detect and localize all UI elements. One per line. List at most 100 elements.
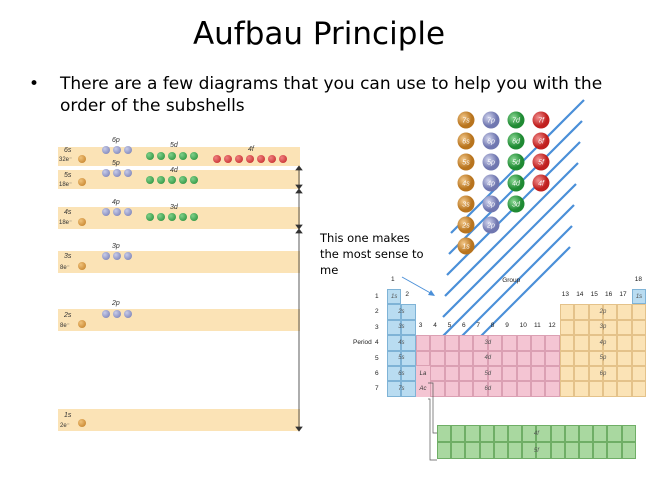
cell-s-block: [387, 350, 402, 366]
group-number: 16: [605, 291, 613, 299]
orbital-circle-4s: [457, 174, 475, 192]
orbital-label-4d: 4d: [512, 181, 521, 188]
cell-p-block: [559, 366, 575, 382]
orbital-4p: [124, 208, 132, 216]
orbital-4d: [168, 176, 176, 184]
orbital-4p: [113, 208, 121, 216]
cell-s-block: [387, 366, 402, 382]
cell-f-block: [508, 425, 523, 442]
cell-p-block: [588, 366, 603, 382]
electrons-level-4: 18e⁻: [59, 220, 73, 226]
cell-p-block: [559, 381, 575, 397]
label-3p: 3p: [112, 243, 120, 250]
energy-gap-arrows: [295, 165, 303, 432]
label-4d: 4d: [170, 167, 178, 174]
orbital-3p: [102, 252, 110, 260]
cell-d-block: [531, 381, 546, 397]
orbital-2p: [102, 310, 110, 318]
orbital-3d: [168, 213, 176, 221]
label-1s: 1s: [64, 412, 72, 419]
cell-d-block: [473, 381, 488, 397]
orbital-circle-2p: [482, 216, 500, 234]
cell-d-block: [487, 350, 503, 366]
cell-f-block: [465, 425, 480, 442]
cell-f-block: [579, 442, 594, 459]
cell-d-block: [487, 366, 503, 382]
orbital-circle-5f: [532, 153, 550, 171]
orbital-circle-5s: [457, 153, 475, 171]
orbital-label-6d: 6d: [512, 139, 521, 146]
cell-d-block: [430, 366, 445, 382]
orbital-label-7p: 7p: [487, 118, 495, 125]
orbital-label-5s: 5s: [462, 160, 470, 167]
d-block-label: 4d: [484, 355, 492, 362]
cell-s-block: [387, 319, 402, 336]
orbital-4f: [246, 155, 254, 163]
cell-d-block: [473, 350, 488, 366]
label-6p: 6p: [112, 137, 120, 144]
cell-d-block: [516, 381, 531, 397]
s-block-label: 3s: [398, 324, 405, 331]
cell-p-block: [617, 381, 632, 397]
orbital-3d: [179, 213, 187, 221]
actinium-cell: Ac: [415, 381, 431, 397]
cell-d-block: [502, 350, 517, 366]
cell-p-block: [603, 304, 618, 320]
band-level-3: [58, 251, 300, 273]
label-3d: 3d: [170, 204, 178, 211]
cell-f-block: [607, 425, 622, 442]
cell-d-block: [430, 381, 445, 397]
cell-p-block: [588, 335, 603, 351]
label-6s: 6s: [64, 147, 72, 154]
s-block-label: 6s: [398, 370, 405, 377]
orbital-circle-4f: [532, 174, 550, 192]
cell-d-block: [444, 381, 459, 397]
orbital-circle-6f: [532, 132, 550, 150]
orbital-3p: [113, 252, 121, 260]
orbital-label-6p: 6p: [487, 139, 495, 146]
cell-d-block: [415, 335, 431, 351]
cell-f-block: [493, 442, 508, 459]
orbital-6s: [78, 155, 86, 163]
orbital-4d: [179, 176, 187, 184]
orbital-label-7d: 7d: [512, 118, 521, 125]
cell-d-block: [430, 335, 445, 351]
p-block-label: 6p: [599, 370, 607, 377]
cell-f-block: [621, 442, 636, 459]
diagonal-arrow: [440, 204, 575, 339]
slide-title: Aufbau Principle: [192, 16, 446, 52]
orbital-4f: [235, 155, 243, 163]
cell-p-block: [617, 335, 632, 351]
period-number: 7: [375, 385, 379, 393]
electrons-level-1: 2e⁻: [60, 423, 70, 429]
electrons-level-5: 18e⁻: [59, 182, 73, 188]
cell-s-block: [401, 381, 416, 397]
orbital-label-6f: 6f: [538, 139, 545, 146]
group-number: 18: [634, 276, 643, 283]
cell-p-block: [588, 319, 603, 336]
cell-p-block: [603, 319, 618, 336]
cell-d-block: [545, 366, 560, 382]
label-4s: 4s: [64, 209, 72, 216]
orbital-3d: [146, 213, 154, 221]
cell-p-block: [574, 319, 589, 336]
period-number: 4: [375, 339, 379, 347]
cell-d-block: [459, 366, 474, 382]
cell-f-block: [564, 442, 579, 459]
group-number: 5: [447, 322, 452, 330]
orbital-label-5d: 5d: [512, 160, 521, 167]
group-number: 11: [534, 322, 541, 330]
f-block-label: 4f: [533, 430, 539, 437]
s-block-label: 5s: [398, 355, 405, 362]
cell-p-block: [603, 381, 618, 397]
period-number: 5: [375, 354, 379, 362]
p-block-label: 4p: [599, 339, 607, 346]
group-number: 3: [418, 322, 423, 330]
cell-f-block: [465, 442, 480, 459]
orbital-6p: [102, 146, 110, 154]
group-number: 10: [519, 322, 527, 330]
cell-d-block: [502, 335, 517, 351]
cell-d-block: [430, 350, 445, 366]
cell-f-block: [536, 442, 551, 459]
orbital-label-7s: 7s: [462, 118, 470, 125]
